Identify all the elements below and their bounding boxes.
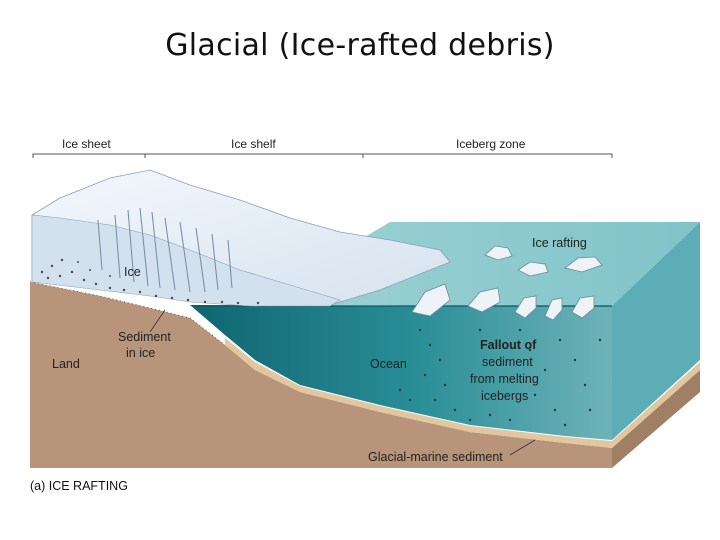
bracket-ice-sheet bbox=[32, 153, 146, 158]
water-side-face bbox=[612, 222, 700, 440]
label-fallout-line4: icebergs bbox=[481, 389, 528, 403]
iceberg bbox=[564, 256, 603, 273]
label-fallout-line1: Fallout of bbox=[480, 338, 537, 352]
iceberg bbox=[467, 287, 501, 313]
land-front bbox=[30, 282, 612, 468]
label-sediment-line2: in ice bbox=[126, 346, 155, 360]
iceberg bbox=[411, 283, 451, 317]
zone-label-ice-shelf: Ice shelf bbox=[231, 137, 276, 151]
label-ice: Ice bbox=[124, 265, 141, 279]
label-land: Land bbox=[52, 357, 80, 371]
label-sediment-line1: Sediment bbox=[118, 330, 171, 344]
iceberg bbox=[544, 297, 563, 321]
label-fallout-line2: sediment bbox=[482, 355, 533, 369]
bracket-ice-shelf bbox=[144, 153, 364, 158]
bracket-iceberg-zone bbox=[362, 153, 613, 158]
leader-lines bbox=[149, 309, 536, 456]
label-ice-rafting: Ice rafting bbox=[532, 236, 587, 250]
crevasses bbox=[97, 207, 233, 293]
zone-brackets bbox=[32, 153, 613, 158]
iceberg bbox=[571, 295, 595, 319]
fallout-dots bbox=[398, 328, 602, 427]
iceberg bbox=[517, 261, 549, 277]
ocean-front bbox=[190, 305, 612, 440]
glacial-marine-sediment-layer bbox=[225, 338, 700, 448]
label-ocean: Ocean bbox=[370, 357, 407, 371]
label-glacial-marine-sediment: Glacial-marine sediment bbox=[368, 450, 503, 464]
label-fallout-line3: from melting bbox=[470, 372, 539, 386]
land-side bbox=[612, 370, 700, 468]
zone-label-ice-sheet: Ice sheet bbox=[62, 137, 111, 151]
figure-caption: (a) ICE RAFTING bbox=[30, 479, 128, 493]
icebergs bbox=[411, 245, 603, 321]
iceberg bbox=[484, 245, 513, 261]
iceberg bbox=[514, 295, 537, 319]
slide-title: Glacial (Ice-rafted debris) bbox=[165, 28, 555, 63]
zone-label-iceberg-zone: Iceberg zone bbox=[456, 137, 526, 151]
sediment-in-ice-dots bbox=[40, 258, 260, 305]
